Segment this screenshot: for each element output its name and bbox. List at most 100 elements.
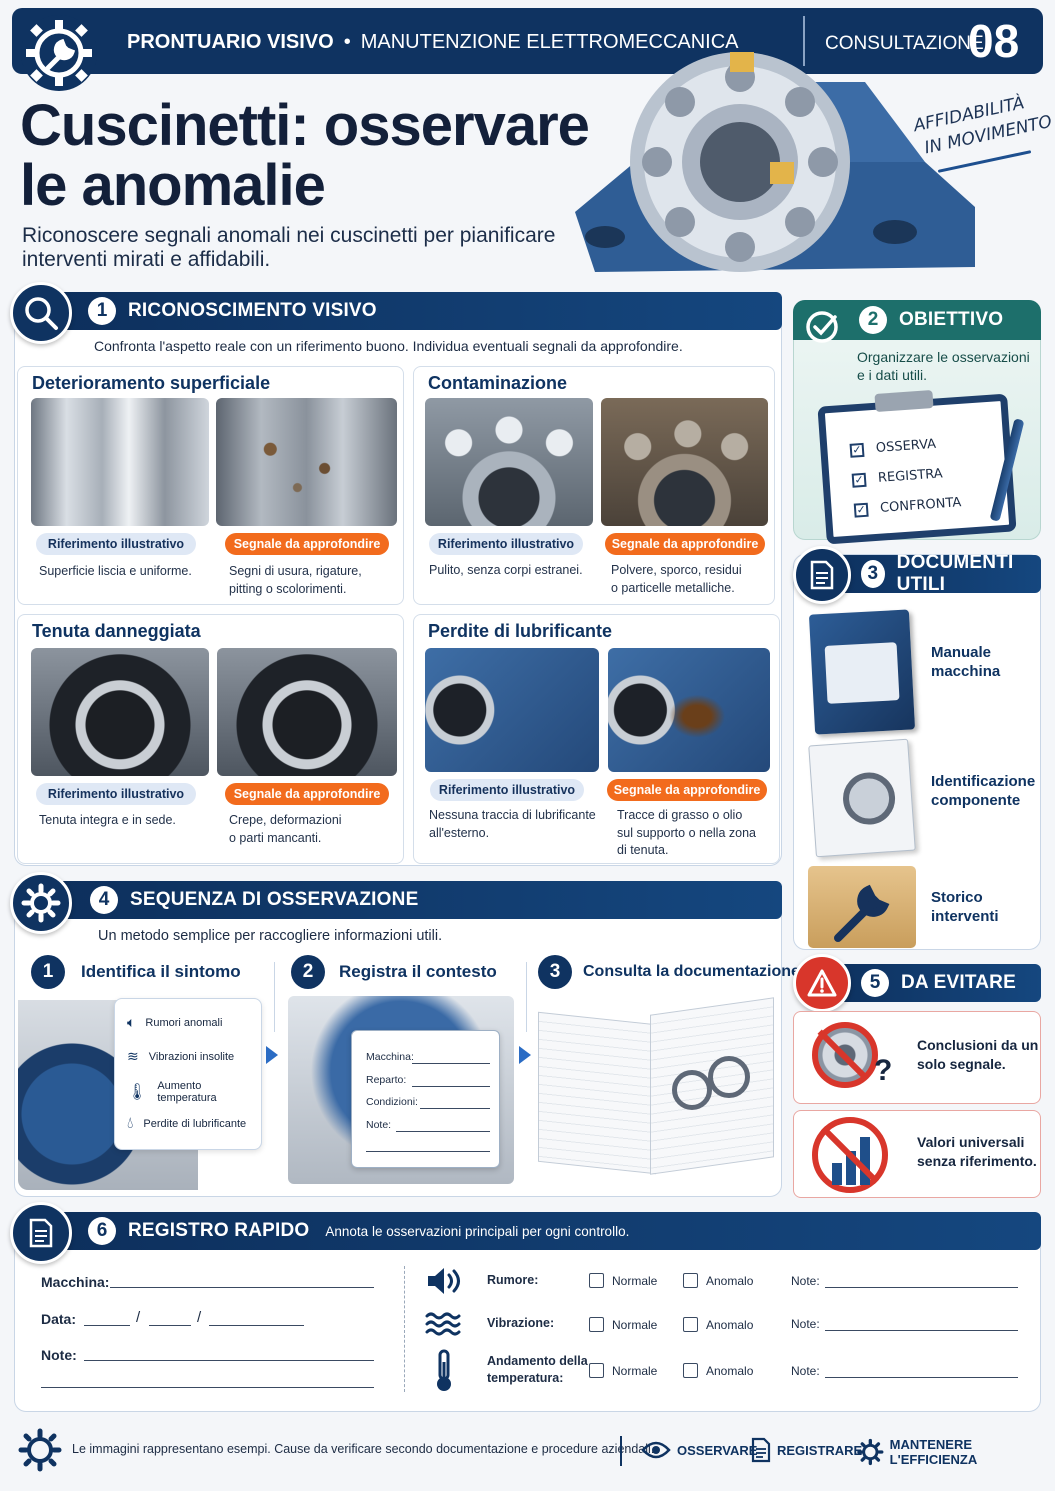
reference-badge: Riferimento illustrativo [36,783,196,805]
signal-badge: Segnale da approfondire [607,779,767,801]
vibration-normal-checkbox[interactable] [589,1317,604,1332]
log-date-label: Data: [41,1311,77,1327]
option-label: Anomalo [706,1318,754,1332]
checklist-label: REGISTRA [877,466,944,486]
checklist-label: OSSERVA [875,436,937,456]
section-4-header: 4 SEQUENZA DI OSSERVAZIONE [44,881,782,919]
reference-caption: Superficie liscia e uniforme. [39,564,192,578]
section-1-intro: Confronta l'aspetto reale con un riferim… [94,338,683,354]
avoid-text-line-2: senza riferimento. [917,1153,1037,1169]
symptom-temperature: 🌡︎Aumento temperatura [127,1080,261,1104]
reference-photo [425,398,593,526]
document-icon [751,1437,771,1463]
machine-field[interactable] [110,1287,374,1288]
reference-caption: Pulito, senza corpi estranei. [429,563,583,577]
signal-caption-line-3: di tenuta. [617,843,669,857]
context-line [366,1151,490,1152]
step-number: 3 [538,955,572,989]
vibration-note-field[interactable] [825,1330,1018,1331]
temperature-note-field[interactable] [825,1377,1018,1378]
reference-photo [425,648,599,772]
gear-icon [857,1438,884,1466]
section-3-number: 3 [861,560,885,588]
contaminated-photo [601,398,768,526]
objective-text-line-1: Organizzare le osservazioni [857,349,1030,365]
header-breadcrumb: PRONTUARIO VISIVO • MANUTENZIONE ELETTRO… [127,31,739,54]
warning-icon [793,954,851,1012]
gear-icon [18,1428,62,1472]
worn-photo [216,398,397,526]
vibration-icon [424,1308,464,1340]
step-number: 1 [31,955,65,989]
signal-badge: Segnale da approfondire [225,533,389,555]
option-label: Normale [612,1274,658,1288]
noise-anomalous-checkbox[interactable] [683,1273,698,1288]
date-month-field[interactable] [149,1325,191,1326]
section-5-header: 5 DA EVITARE [813,964,1041,1002]
gear-wrench-logo-icon [18,12,100,94]
date-separator: / [197,1309,202,1326]
row-label: Vibrazione: [487,1316,555,1330]
card-surface-wear: Deterioramento superficiale Riferimento … [17,366,404,605]
motor-icon [824,642,900,704]
subject-label: MANUTENZIONE ELETTROMECCANICA [360,31,739,53]
date-year-field[interactable] [209,1325,304,1326]
signal-badge: Segnale da approfondire [225,783,389,805]
doc-item-component: Identificazione componente [931,772,1035,810]
arrow-icon [519,1046,531,1064]
doc-item-line-1: Storico [931,889,983,906]
context-line [412,1063,490,1064]
log-note-label: Note: [41,1347,77,1363]
signal-caption: Crepe, deformazioni o parti mancanti. [229,812,342,847]
page-title-line-2: le anomalie [20,153,326,218]
context-line [412,1086,490,1087]
context-form: Macchina: Reparto: Condizioni: Note: [351,1030,500,1168]
leak-photo [608,648,770,772]
noise-note-field[interactable] [825,1287,1018,1288]
note-label: Note: [791,1274,820,1288]
log-divider [404,1266,405,1392]
vibration-anomalous-checkbox[interactable] [683,1317,698,1332]
bearing-drawing-icon [841,770,897,827]
reference-photo [31,398,209,526]
section-3-header: 3 DOCUMENTI UTILI [813,552,1041,595]
question-mark-icon: ? [874,1054,893,1087]
signal-caption-line-2: sul supporto o nella zona [617,825,756,840]
cracked-seal-photo [217,648,397,776]
gear-icon [10,872,72,934]
card-contamination: Contaminazione Riferimento illustrativo … [413,366,775,605]
thermometer-icon: 🌡︎ [127,1084,148,1101]
doc-item-line-2: componente [931,792,1021,809]
signal-caption: Segni di usura, rigature, pitting o scol… [229,563,362,598]
option-label: Normale [612,1318,658,1332]
manual-book-illustration [808,609,916,735]
log-machine-label: Macchina: [41,1274,110,1290]
footer-action-label: MANTENERE L'EFFICIENZA [889,1437,978,1467]
document-icon [10,1202,72,1264]
check-icon: ✓ [851,472,867,488]
chart-bar [832,1163,842,1185]
context-field-conditions: Condizioni: [366,1096,418,1108]
signal-caption-line-2: o particelle metalliche. [611,580,735,595]
step-divider [526,962,527,1032]
bearing-diagram-icon [672,1070,712,1110]
date-day-field[interactable] [84,1325,130,1326]
temperature-anomalous-checkbox[interactable] [683,1363,698,1378]
noise-normal-checkbox[interactable] [589,1273,604,1288]
brand-label: PRONTUARIO VISIVO [127,31,334,53]
option-label: Anomalo [706,1364,754,1378]
header-bar [12,8,1043,74]
step-3: 3 Consulta la documentazione [538,955,800,989]
doc-item-line-1: Identificazione [931,773,1036,790]
objective-text: Organizzare le osservazioni e i dati uti… [857,348,1030,384]
step-1: 1 Identifica il sintomo [31,955,241,989]
note-field-line-2[interactable] [41,1387,374,1388]
temperature-normal-checkbox[interactable] [589,1363,604,1378]
note-field[interactable] [84,1360,374,1361]
section-1-title: RICONOSCIMENTO VISIVO [128,300,377,321]
footer-divider [620,1436,622,1466]
symptom-label: Perdite di lubrificante [143,1118,247,1130]
reference-caption-line-1: Nessuna traccia di lubrificante [429,808,596,822]
page-subtitle: Riconoscere segnali anomali nei cuscinet… [22,224,555,272]
reference-badge: Riferimento illustrativo [430,779,584,801]
